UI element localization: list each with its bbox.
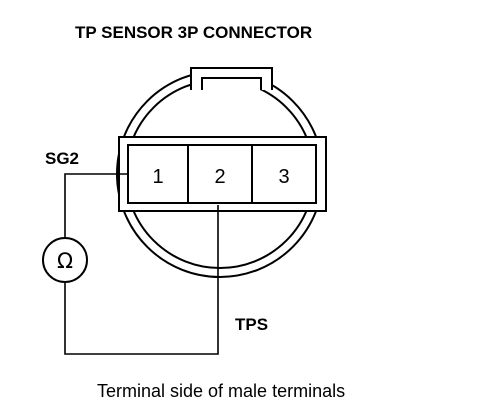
caption: Terminal side of male terminals [97, 381, 345, 401]
tps-wire [64, 205, 219, 355]
terminal-number-2: 2 [214, 166, 225, 188]
sg2-wire [64, 173, 128, 238]
sg2-label: SG2 [45, 149, 79, 168]
connector-lock-tab-inner [201, 77, 262, 90]
ohm-symbol: Ω [57, 249, 73, 273]
diagram-title: TP SENSOR 3P CONNECTOR [75, 23, 312, 42]
terminal-cavity-2 [187, 144, 253, 204]
terminal-number-1: 1 [152, 166, 163, 188]
terminal-cavity-3 [251, 144, 317, 204]
tps-label: TPS [235, 315, 268, 334]
ohmmeter-icon [42, 237, 88, 283]
terminal-number-3: 3 [278, 166, 289, 188]
